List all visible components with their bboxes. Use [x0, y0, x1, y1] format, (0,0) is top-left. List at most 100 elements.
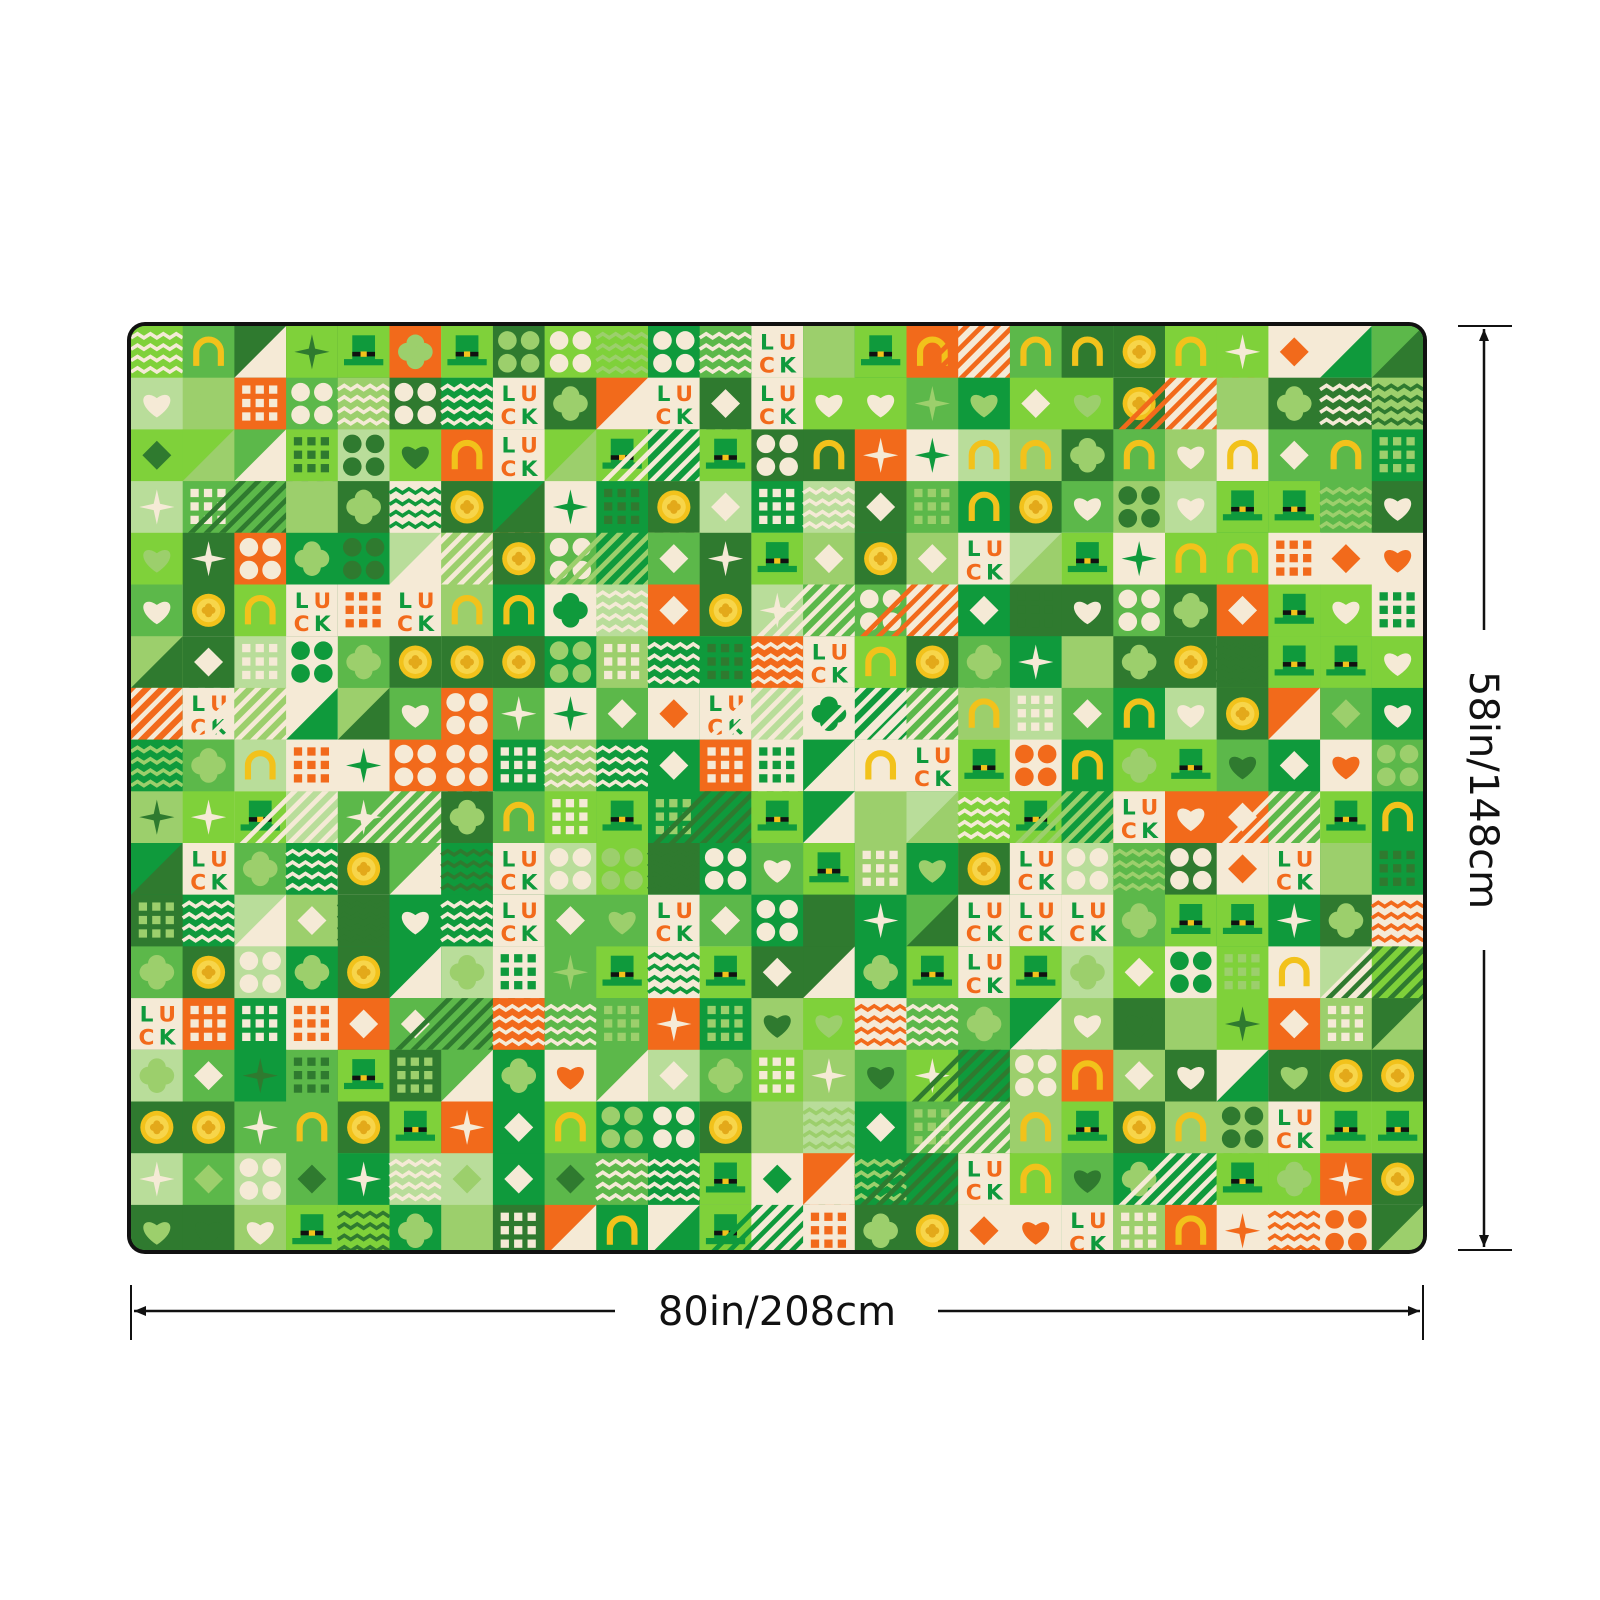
pattern-tile: [1268, 946, 1321, 999]
pattern-tile: [441, 687, 494, 741]
pattern-tile: [1268, 1049, 1321, 1102]
pattern-tile: [389, 377, 442, 430]
pattern-tile: [1112, 843, 1166, 896]
pattern-tile: [337, 1153, 390, 1206]
svg-text:U: U: [675, 382, 693, 407]
diamond-icon: [659, 595, 689, 625]
pattern-tile: [648, 1204, 701, 1250]
heart-icon: [815, 1015, 843, 1038]
shamrock-icon: [1132, 1120, 1147, 1135]
pattern-tile: [1165, 429, 1218, 482]
pattern-tile: [596, 481, 649, 534]
gold-coin-icon: [1174, 645, 1208, 679]
svg-text:L: L: [657, 382, 671, 407]
leprechaun-hat-icon: [1016, 955, 1056, 986]
horseshoe-icon: [503, 594, 535, 625]
svg-text:K: K: [831, 664, 849, 689]
sparkle-icon: [346, 1161, 382, 1197]
pattern-tile: [1009, 532, 1063, 585]
pattern-tile: [803, 532, 856, 585]
horseshoe-icon: [244, 594, 276, 625]
svg-text:C: C: [759, 405, 775, 430]
pattern-tile: [1165, 739, 1218, 792]
pattern-tile: [491, 998, 546, 1051]
pattern-tile: [1165, 894, 1218, 947]
pattern-tile: [648, 791, 701, 844]
pattern-tile: [337, 843, 390, 896]
svg-text:U: U: [1037, 899, 1055, 924]
diamond-icon: [814, 337, 844, 367]
pattern-tile: [1118, 1153, 1270, 1206]
gold-coin-icon: [709, 593, 743, 627]
svg-text:K: K: [676, 405, 694, 430]
svg-text:C: C: [656, 922, 672, 947]
horseshoe-icon: [1175, 543, 1207, 573]
pattern-tile: [1009, 687, 1063, 741]
pattern-tile: [699, 946, 752, 999]
diamond-icon: [1228, 854, 1258, 884]
pattern-tile: [1061, 532, 1114, 585]
leprechaun-hat-icon: [395, 1110, 435, 1141]
pattern-tile: [441, 1101, 494, 1154]
svg-text:C: C: [1121, 819, 1137, 844]
pattern-tile: [647, 843, 701, 896]
leprechaun-hat-icon: [1222, 1162, 1263, 1193]
pattern-tile: [803, 326, 856, 379]
pattern-tile: [1268, 739, 1321, 792]
pattern-tile: [337, 429, 390, 482]
pattern-tile: [958, 1204, 1011, 1250]
svg-text:C: C: [294, 612, 310, 637]
pattern-tile: [906, 532, 959, 585]
pattern-tile: [1009, 481, 1063, 534]
heart-icon: [1073, 1170, 1101, 1194]
diamond-icon: [504, 1164, 534, 1194]
pattern-tile: [1113, 946, 1166, 999]
pattern-tile: [1165, 946, 1218, 999]
pattern-tile: [182, 429, 235, 482]
pattern-tile: [234, 326, 287, 379]
pattern-tile: [337, 1049, 390, 1102]
diamond-icon: [400, 1009, 430, 1039]
heart-icon: [763, 860, 791, 883]
pattern-tile: [803, 1153, 856, 1206]
pattern-tile: [544, 1153, 597, 1206]
diamond-icon: [1124, 957, 1154, 987]
pattern-tile: [854, 894, 907, 947]
shamrock-icon: [1132, 344, 1147, 359]
pattern-tile: [441, 584, 494, 637]
heart-icon: [1280, 1066, 1308, 1090]
svg-text:C: C: [500, 405, 516, 430]
pattern-tile: [234, 1204, 287, 1250]
heart-icon: [1073, 1015, 1101, 1038]
leprechaun-hat-icon: [757, 800, 797, 831]
pattern-tile: [958, 998, 1011, 1051]
pattern-tile: [1113, 584, 1166, 637]
sparkle-icon: [242, 1058, 278, 1094]
pattern-tile: [544, 1101, 597, 1154]
diamond-icon: [866, 492, 896, 522]
svg-text:K: K: [521, 457, 539, 482]
sparkle-icon: [656, 1006, 692, 1042]
svg-text:C: C: [500, 457, 516, 482]
pattern-tile: [1215, 636, 1270, 689]
sparkle-icon: [1224, 334, 1261, 370]
sparkle-icon: [1328, 1161, 1364, 1197]
pattern-tile: [544, 429, 597, 482]
svg-text:L: L: [967, 537, 981, 562]
leprechaun-hat-icon: [447, 335, 487, 366]
pattern-tile: [699, 532, 752, 585]
heart-icon: [1384, 498, 1412, 521]
pattern-tile: [131, 843, 184, 896]
pattern-tile: [1371, 687, 1423, 741]
pattern-tile: [234, 429, 287, 482]
horseshoe-icon: [1020, 336, 1052, 366]
horseshoe-icon: [451, 594, 483, 625]
horseshoe-icon: [1072, 750, 1103, 780]
